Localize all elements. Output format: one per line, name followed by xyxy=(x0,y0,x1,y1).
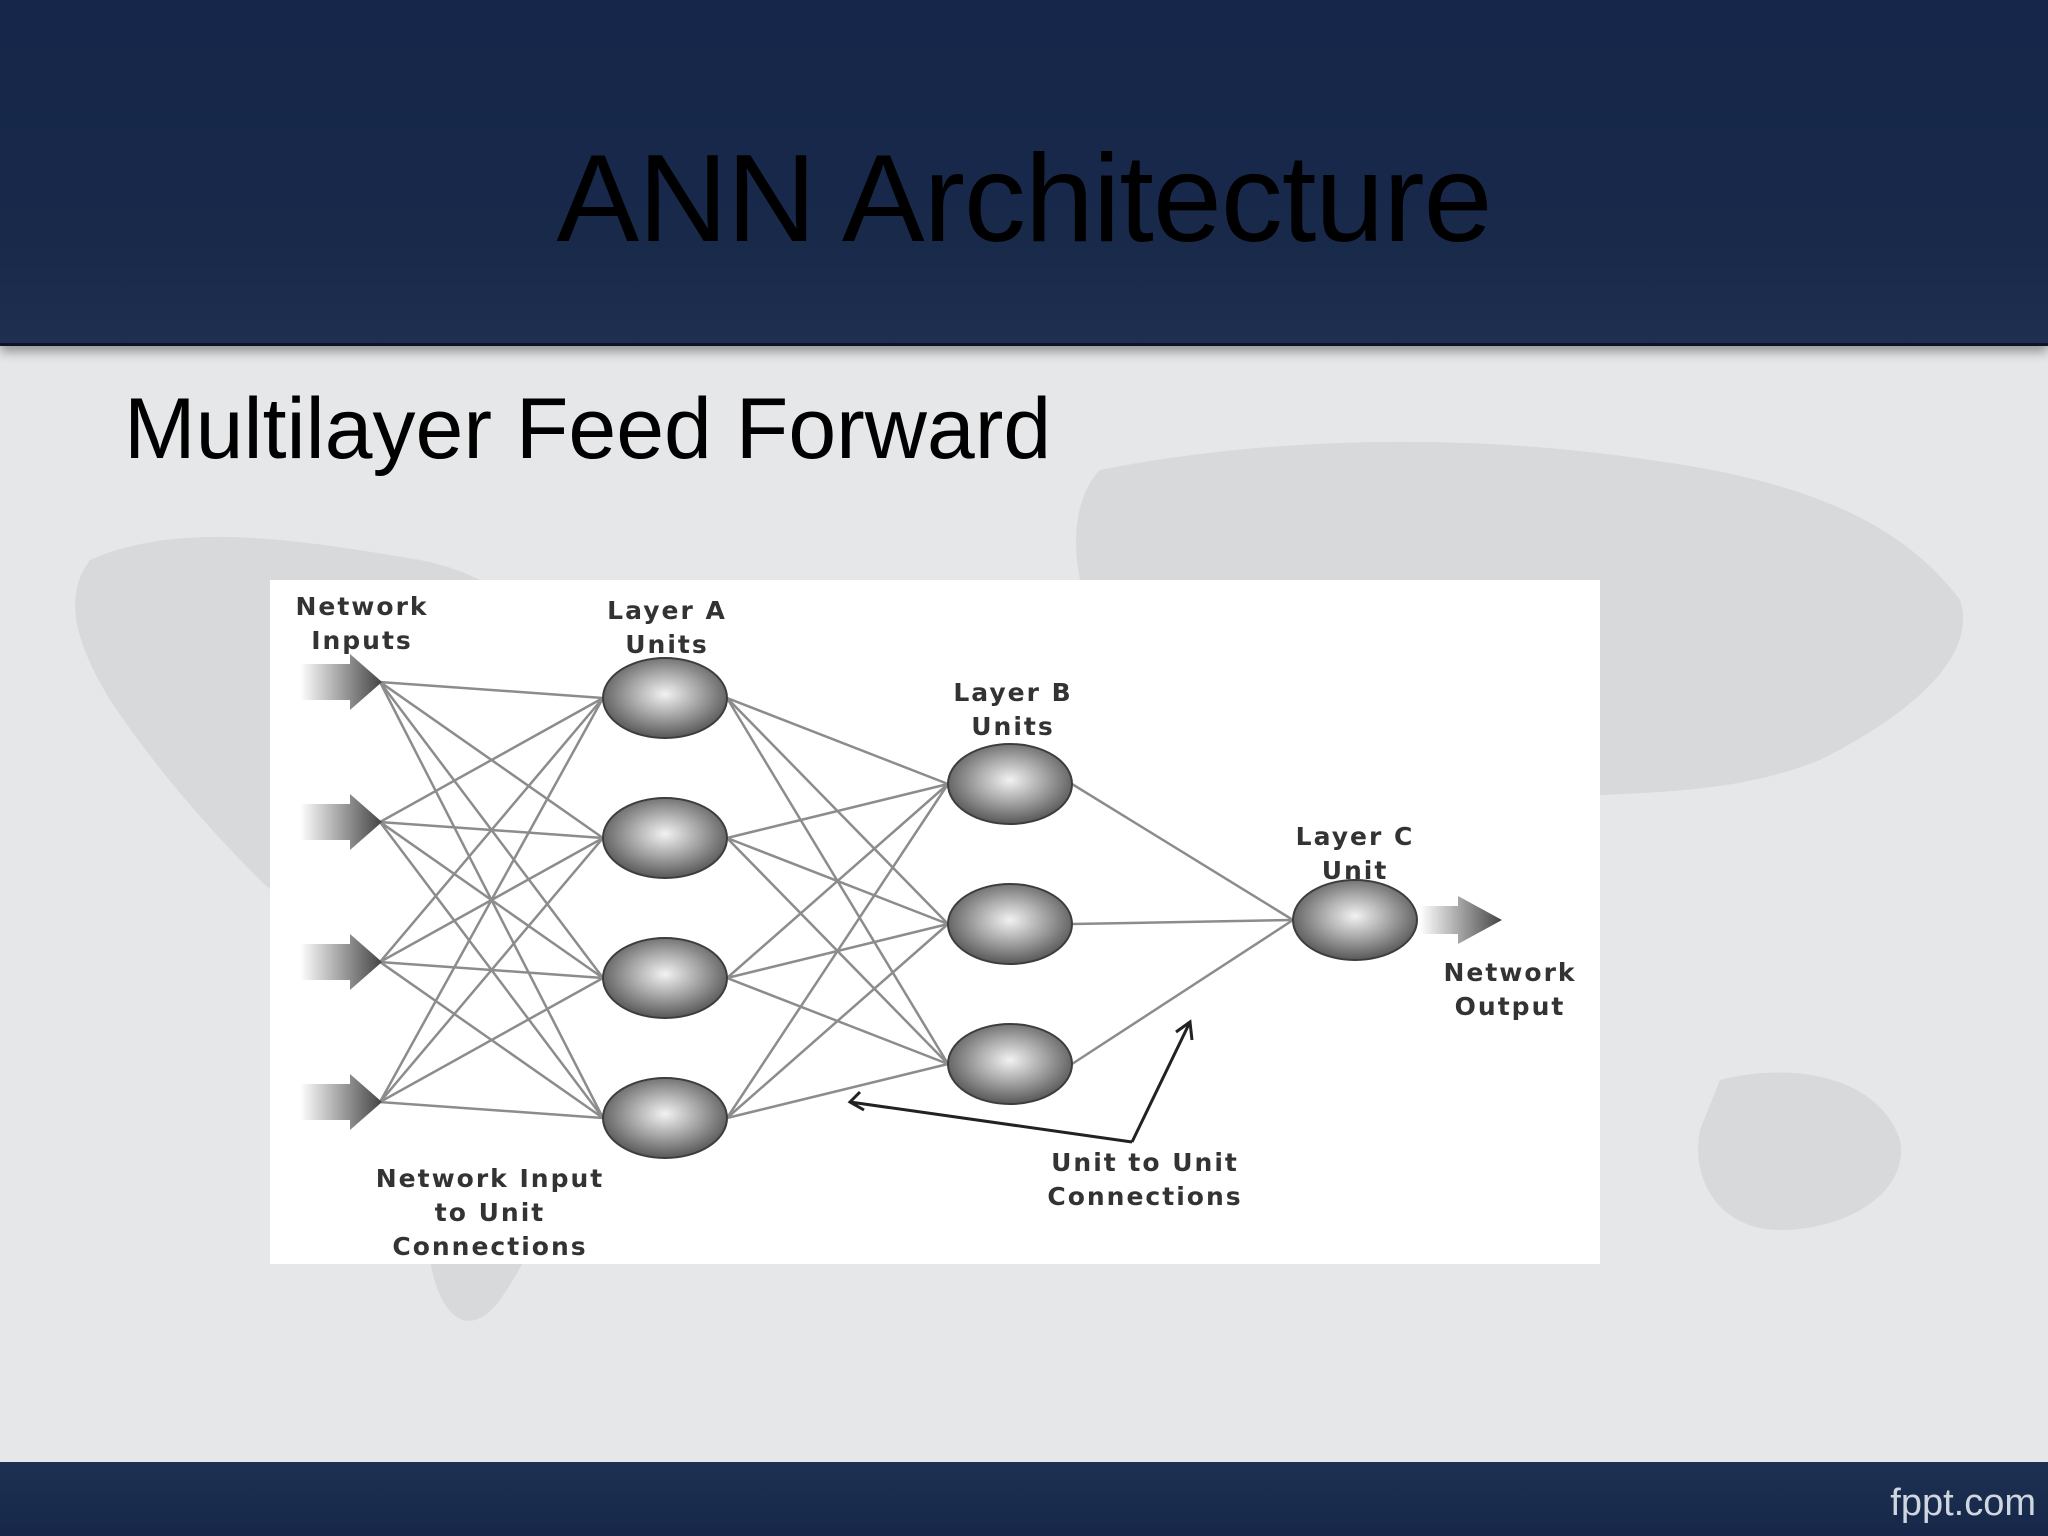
input-arrow-icon xyxy=(300,1074,382,1130)
layer-c-label: Layer C Unit xyxy=(1295,822,1415,885)
input-to-a-connection xyxy=(379,1100,604,1120)
layer-c-unit xyxy=(1292,879,1418,961)
input-to-a-connection xyxy=(378,697,605,1103)
a-to-b-connection xyxy=(726,696,949,786)
b-to-c-connection xyxy=(1071,918,1294,1066)
network-inputs-label: Network Inputs xyxy=(295,592,429,655)
pointer-arrowhead-icon xyxy=(1175,1019,1194,1041)
input-connections-label: Network Input to Unit Connections xyxy=(375,1164,605,1261)
layer-a-unit xyxy=(602,1077,728,1159)
brand-watermark: fppt.com xyxy=(1890,1482,2036,1524)
layer-a-unit xyxy=(602,937,728,1019)
layer-b-unit xyxy=(947,743,1073,825)
input-to-a-connection xyxy=(379,696,604,824)
input-to-a-connection xyxy=(379,976,604,1104)
network-diagram-svg xyxy=(300,654,1502,1159)
slide-subtitle: Multilayer Feed Forward xyxy=(124,381,1052,477)
pointer-arrowhead-icon xyxy=(847,1090,865,1112)
layer-a-label: Layer A Units xyxy=(607,596,727,659)
b-to-c-connection xyxy=(1071,918,1294,926)
layer-b-unit xyxy=(947,1023,1073,1105)
input-to-a-connection xyxy=(379,697,604,963)
unit-connections-label: Unit to Unit Connections xyxy=(1047,1148,1243,1211)
pointer-line xyxy=(849,1100,1133,1144)
footer-bar xyxy=(0,1462,2048,1536)
input-arrow-icon xyxy=(300,794,382,850)
output-arrow-icon xyxy=(1420,896,1502,944)
a-to-b-connection xyxy=(725,783,950,1119)
layer-b-label: Layer B Units xyxy=(953,678,1073,741)
slide-title: ANN Architecture xyxy=(556,130,1492,268)
a-to-b-connection xyxy=(726,783,949,979)
network-output-label: Network Output xyxy=(1443,958,1577,1021)
input-arrow-icon xyxy=(300,934,382,990)
a-to-b-connection xyxy=(726,782,949,840)
input-to-a-connection xyxy=(379,837,604,1103)
a-to-b-connection xyxy=(726,1062,949,1120)
b-to-c-connection xyxy=(1071,782,1294,922)
pointer-line xyxy=(1130,1021,1192,1143)
input-arrow-icon xyxy=(300,654,382,710)
layer-b-unit xyxy=(947,883,1073,965)
input-to-a-connection xyxy=(379,680,604,700)
layer-a-unit xyxy=(602,797,728,879)
network-diagram: Network Inputs Layer A Units Layer B Uni… xyxy=(270,580,1600,1264)
layer-a-unit xyxy=(602,657,728,739)
a-to-b-connection xyxy=(726,923,949,1119)
header-bar xyxy=(0,0,2048,346)
